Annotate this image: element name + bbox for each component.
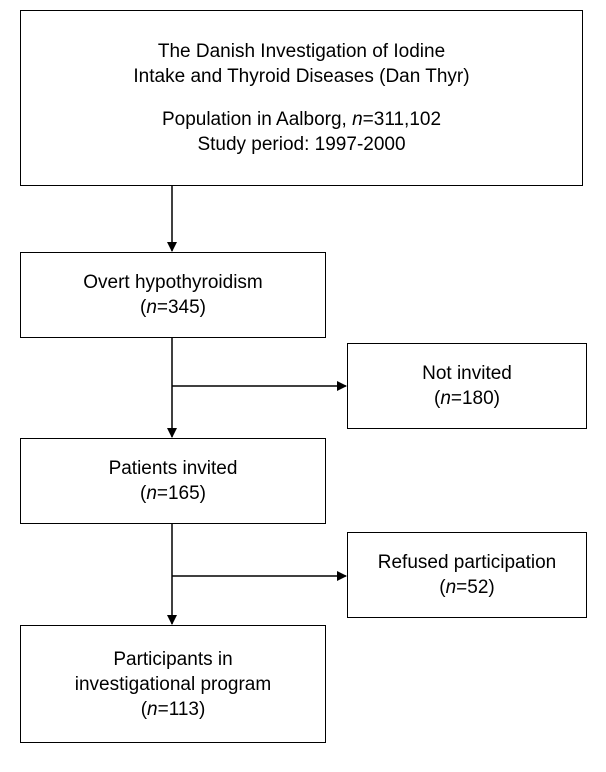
not-invited-n: n [440,388,451,409]
hypothyroidism-value: =345) [156,297,207,318]
participants-value: =113) [157,698,206,720]
patients-invited-n: n [146,483,157,504]
hypothyroidism-count: (n=345) [140,295,206,320]
not-invited-label: Not invited [422,363,512,384]
study-title-line2: Intake and Thyroid Diseases (Dan Thyr) [133,66,470,87]
hypothyroidism-paren: ( [139,297,147,318]
participants-paren: ( [140,698,148,720]
refused-n: n [445,577,457,598]
hypothyroidism-label: Overt hypothyroidism [83,272,263,293]
population-line: Population in Aalborg, n=311,102 [162,107,441,132]
participants-count: (n=113) [141,697,206,722]
refused-label: Refused participation [377,552,557,573]
patients-invited-label: Patients invited [108,458,238,479]
population-prefix: Population in Aalborg, [161,109,353,130]
participants-line1: Participants in [113,648,233,670]
participants-line2: investigational program [74,673,272,695]
participants-n: n [147,698,158,720]
not-invited-count: (n=180) [434,386,500,411]
study-period: Study period: 1997-2000 [197,134,406,155]
population-n: n [352,109,363,130]
not-invited-value: =180) [450,388,501,409]
hypothyroidism-n: n [146,297,157,318]
patients-invited-box: Patients invited (n=165) [20,438,326,524]
study-title-line1: The Danish Investigation of Iodine [157,41,446,62]
patients-invited-paren: ( [139,483,147,504]
not-invited-paren: ( [433,388,441,409]
hypothyroidism-box: Overt hypothyroidism (n=345) [20,252,326,338]
study-box: The Danish Investigation of Iodine Intak… [20,10,583,186]
refused-paren: ( [439,577,446,598]
refused-count: (n=52) [439,575,494,600]
participants-box: Participants in investigational program … [20,625,326,743]
population-value: =311,102 [362,109,442,130]
patients-invited-count: (n=165) [140,481,206,506]
not-invited-box: Not invited (n=180) [347,343,587,429]
refused-value: =52) [456,577,495,598]
refused-participation-box: Refused participation (n=52) [347,532,587,618]
patients-invited-value: =165) [156,483,207,504]
